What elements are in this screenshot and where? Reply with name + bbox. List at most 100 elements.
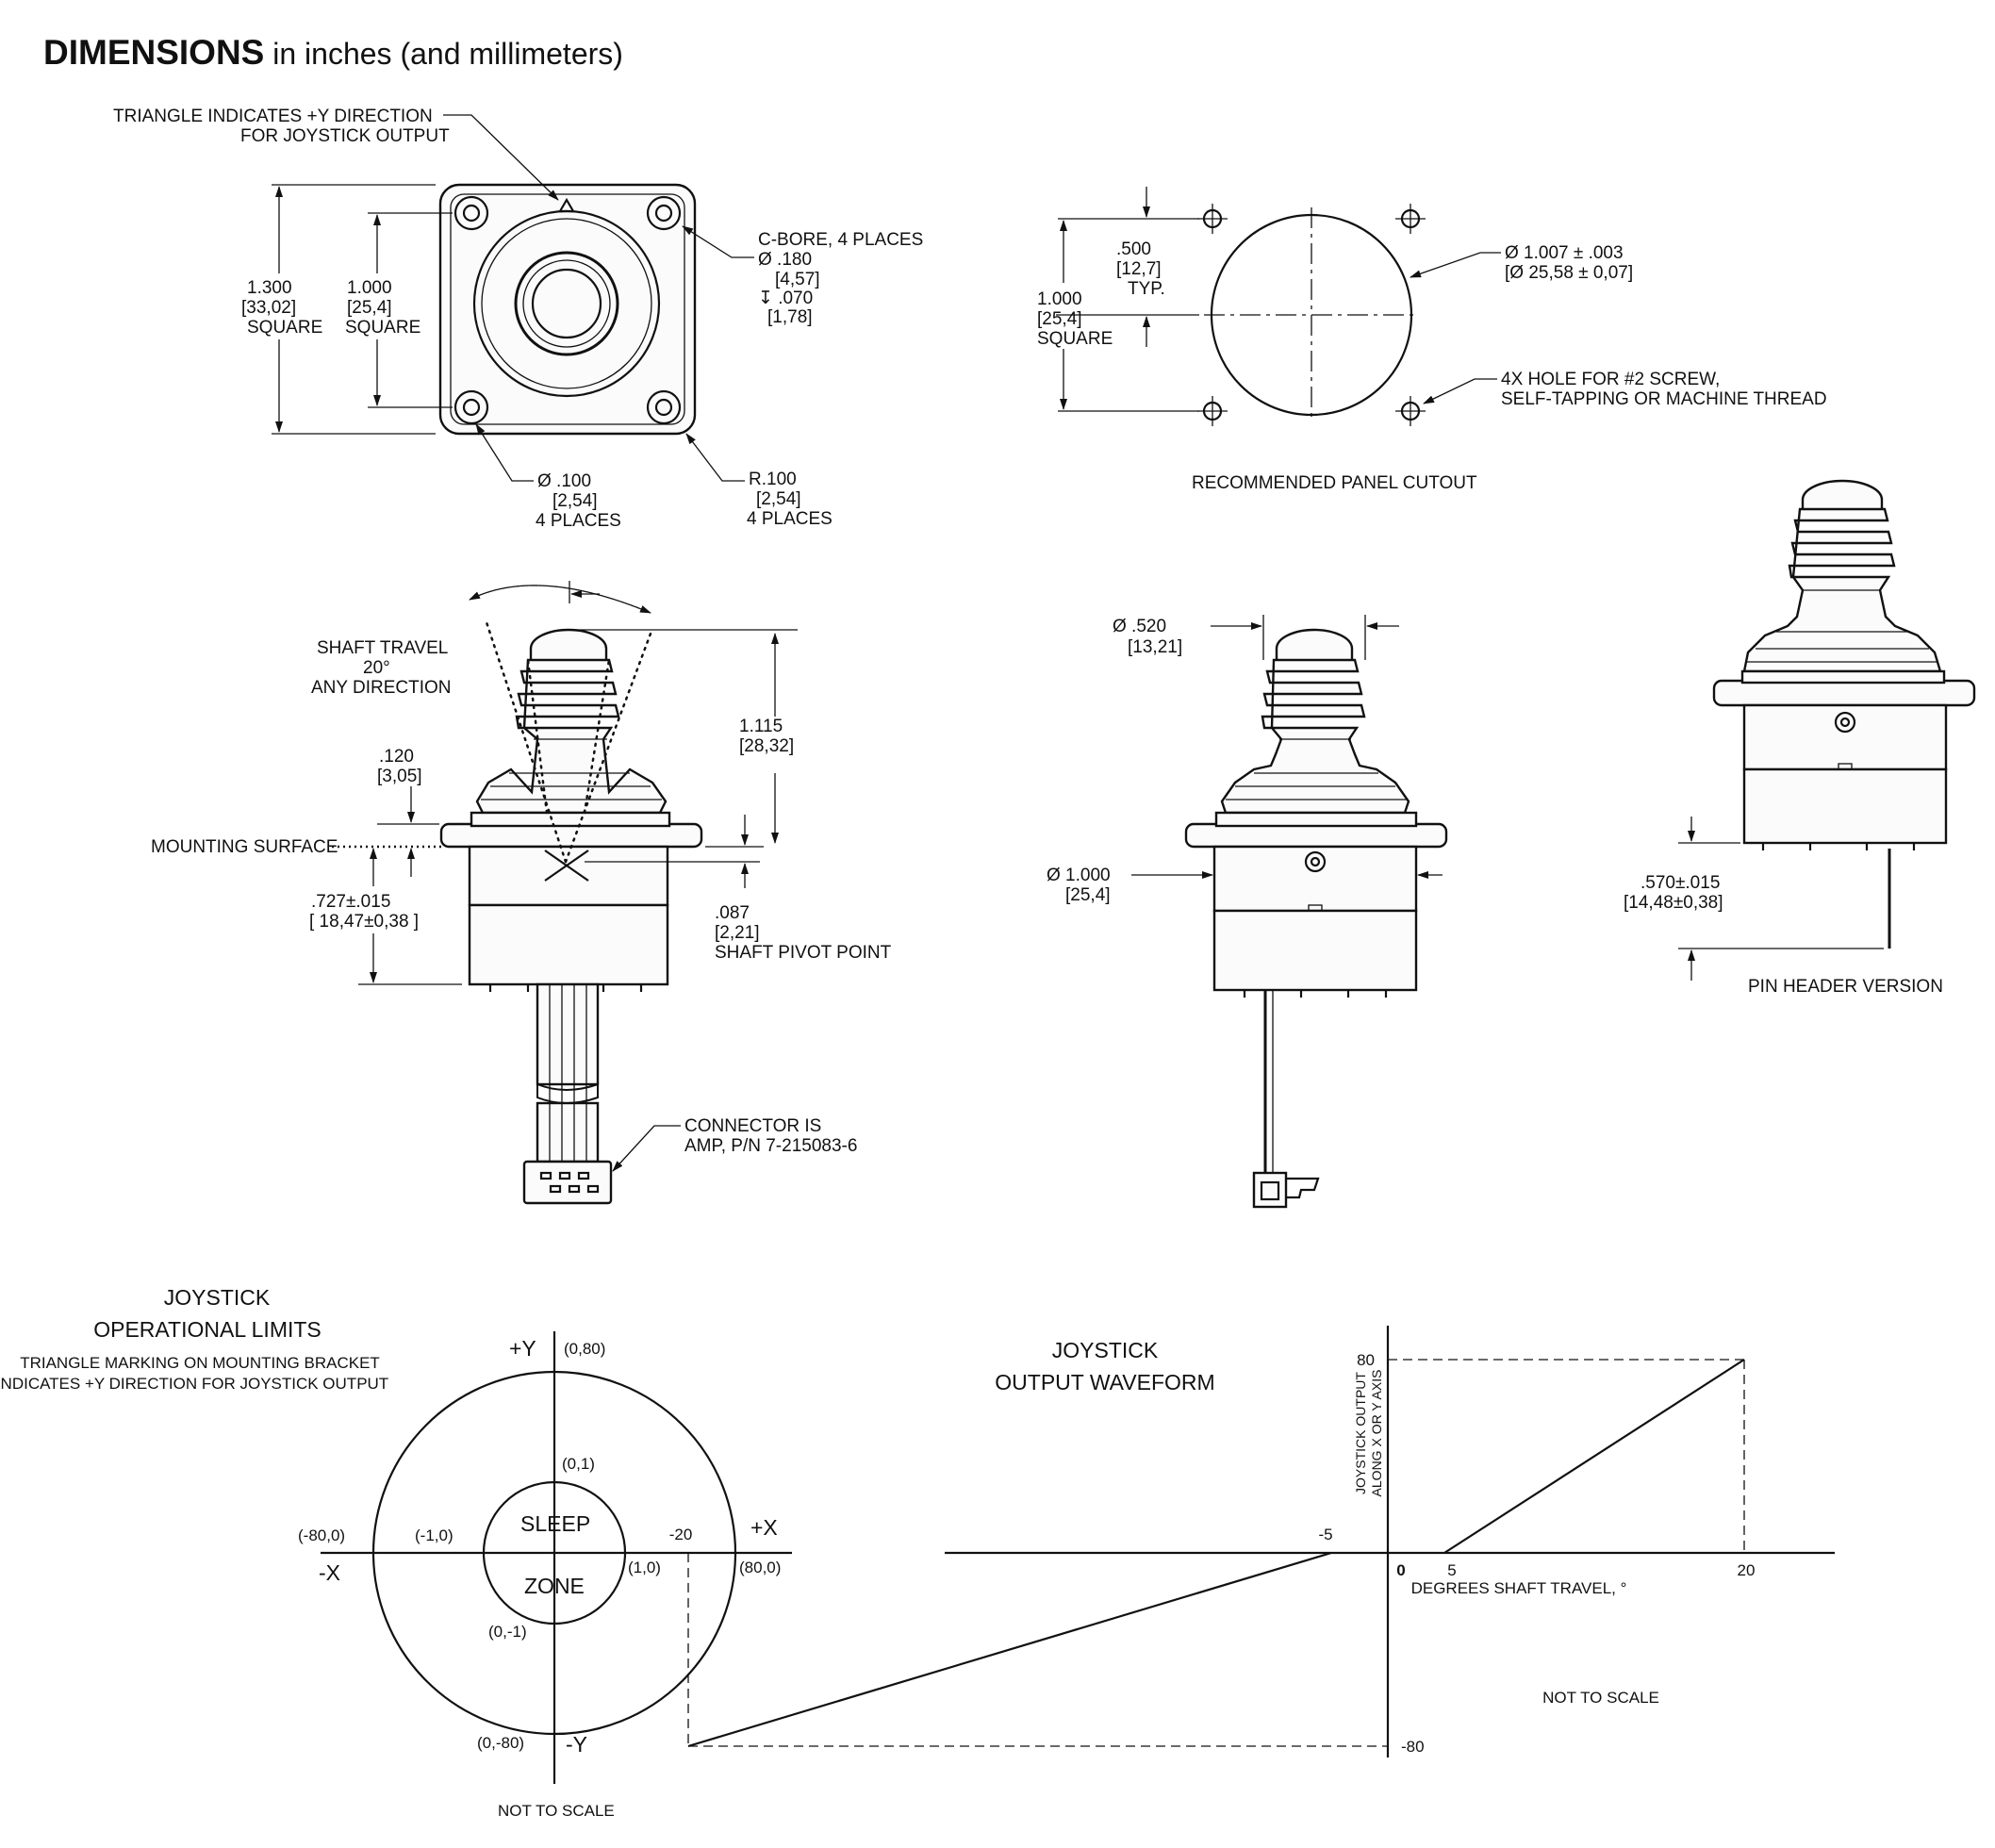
housing-lower xyxy=(468,903,669,986)
pin-header-view: .570±.015 [14,48±0,38] PIN HEADER VERSIO… xyxy=(1624,479,1976,997)
waveform-segment-positive xyxy=(1443,1359,1745,1554)
radius-quantity: 4 PLACES xyxy=(747,509,833,529)
sleep-label: SLEEP xyxy=(520,1511,590,1536)
pin-length-dim-mm: [14,48±0,38] xyxy=(1624,893,1723,913)
limits-note-2: INDICATES +Y DIRECTION FOR JOYSTICK OUTP… xyxy=(0,1375,388,1393)
hole-pitch-dim: .500 xyxy=(1116,239,1151,259)
flange-thickness-dim: .120 xyxy=(379,747,414,767)
x-tick-minus-20: -20 xyxy=(669,1526,693,1543)
cbore-depth-mm: [1,78] xyxy=(767,307,813,327)
x-tick-20: 20 xyxy=(1738,1561,1756,1579)
front-connector xyxy=(1252,1171,1288,1209)
outer-square-dim-mm: [33,02] xyxy=(241,298,296,318)
page-title-units: in inches (and millimeters) xyxy=(264,37,623,71)
cbore-diameter: Ø .180 xyxy=(758,250,812,270)
rubber-boot xyxy=(475,658,668,815)
connector-note-2: AMP, P/N 7-215083-6 xyxy=(684,1136,857,1156)
waveform-title-1: JOYSTICK xyxy=(1052,1338,1159,1362)
height-dim: 1.115 xyxy=(739,717,783,736)
waveform-not-to-scale: NOT TO SCALE xyxy=(1542,1689,1659,1707)
limits-title-1: JOYSTICK xyxy=(164,1285,271,1310)
minus-x-label: -X xyxy=(319,1560,340,1585)
pin-flange xyxy=(1712,679,1976,707)
ribbon-cable xyxy=(536,982,600,1086)
y-tick-80: 80 xyxy=(1357,1351,1375,1369)
inner-square-dim: 1.000 xyxy=(347,278,392,298)
pin-housing-upper xyxy=(1742,703,1948,771)
waveform-segment-negative xyxy=(687,1551,1332,1748)
front-housing-lower xyxy=(1212,909,1418,992)
triangle-note-line1: TRIANGLE INDICATES +Y DIRECTION xyxy=(113,107,433,126)
x-tick-minus-5: -5 xyxy=(1318,1526,1332,1543)
cbore-depth: ↧ .070 xyxy=(758,289,813,308)
inner-square-label: SQUARE xyxy=(345,318,420,338)
limit-point-left: (-80,0) xyxy=(298,1526,345,1544)
plus-y-label: +Y xyxy=(509,1336,536,1361)
boot-diameter-mm: [13,21] xyxy=(1128,637,1182,657)
knob-top xyxy=(531,268,602,339)
body-diameter-mm: [25,4] xyxy=(1065,885,1111,905)
mounting-plate-inner-edge xyxy=(450,193,685,425)
front-flange xyxy=(1184,822,1448,849)
minus-y-label: -Y xyxy=(566,1732,587,1757)
cutout-square-dim: 1.000 xyxy=(1037,289,1082,309)
screw-hole-note-2: SELF-TAPPING OR MACHINE THREAD xyxy=(1501,389,1827,409)
zone-label: ZONE xyxy=(524,1574,585,1598)
knob-dome xyxy=(529,628,608,660)
plus-x-label: +X xyxy=(750,1515,778,1540)
travel-boundary-right xyxy=(564,632,652,864)
connector xyxy=(522,1160,613,1205)
flange xyxy=(439,822,703,849)
hole-diameter: Ø .100 xyxy=(537,471,591,491)
cutout-square-dim-mm: [25,4] xyxy=(1037,309,1082,329)
connector-note-1: CONNECTOR IS xyxy=(684,1116,821,1136)
limits-note-1: TRIANGLE MARKING ON MOUNTING BRACKET xyxy=(20,1354,380,1372)
front-view: Ø .520 [13,21] Ø 1.000 [25,4] xyxy=(1047,615,1448,1209)
inner-square-dim-mm: [25,4] xyxy=(347,298,392,318)
front-knob-dome xyxy=(1275,628,1354,660)
cutout-square-label: SQUARE xyxy=(1037,329,1113,349)
limit-point-top: (0,80) xyxy=(564,1340,605,1358)
zone-point-left: (-1,0) xyxy=(415,1526,453,1544)
pivot-dim-mm: [2,21] xyxy=(715,923,760,943)
waveform-x-label: DEGREES SHAFT TRAVEL, ° xyxy=(1411,1579,1627,1597)
height-dim-mm: [28,32] xyxy=(739,736,794,756)
operational-limits-diagram: JOYSTICK OPERATIONAL LIMITS TRIANGLE MAR… xyxy=(0,1285,792,1820)
panel-cutout-caption: RECOMMENDED PANEL CUTOUT xyxy=(1192,473,1477,493)
body-depth-dim-mm: [ 18,47±0,38 ] xyxy=(309,912,419,932)
cbore-holes xyxy=(453,195,682,425)
front-rubber-boot xyxy=(1220,658,1410,815)
output-waveform-chart: JOYSTICK OUTPUT WAVEFORM -20 -5 0 5 20 8… xyxy=(669,1326,1835,1757)
screw-hole-note-1: 4X HOLE FOR #2 SCREW, xyxy=(1501,370,1720,389)
front-screw-icon xyxy=(1304,850,1327,873)
plus-y-triangle-icon xyxy=(558,197,575,213)
limits-not-to-scale: NOT TO SCALE xyxy=(498,1802,615,1820)
limit-point-bottom: (0,-80) xyxy=(477,1734,524,1752)
pivot-label: SHAFT PIVOT POINT xyxy=(715,943,892,963)
hole-diameter-mm: [2,54] xyxy=(552,491,598,511)
hole-pitch-dim-mm: [12,7] xyxy=(1116,259,1162,279)
y-tick-minus-80: -80 xyxy=(1401,1738,1425,1756)
travel-boundary-left xyxy=(485,620,568,864)
top-view: TRIANGLE INDICATES +Y DIRECTION FOR JOYS… xyxy=(113,107,923,531)
radius-dim-mm: [2,54] xyxy=(756,489,801,509)
zone-point-right: (1,0) xyxy=(628,1559,661,1576)
limits-title-2: OPERATIONAL LIMITS xyxy=(93,1317,322,1342)
pivot-dim: .087 xyxy=(715,903,750,923)
hole-pitch-typ: TYP. xyxy=(1128,279,1165,299)
waveform-title-2: OUTPUT WAVEFORM xyxy=(995,1370,1214,1394)
shaft-travel-label: SHAFT TRAVEL xyxy=(317,638,448,658)
hole-quantity: 4 PLACES xyxy=(536,511,621,531)
shaft-travel-angle: 20° xyxy=(363,658,390,678)
cbore-note: C-BORE, 4 PLACES xyxy=(758,230,923,250)
cutout-diameter-mm: [Ø 25,58 ± 0,07] xyxy=(1505,263,1633,283)
triangle-note-line2: FOR JOYSTICK OUTPUT xyxy=(240,126,450,146)
body-diameter: Ø 1.000 xyxy=(1047,866,1111,885)
cutout-diameter: Ø 1.007 ± .003 xyxy=(1505,243,1624,263)
pin-knob-dome xyxy=(1801,479,1884,509)
front-housing-upper xyxy=(1212,845,1418,913)
knob-ring-2 xyxy=(522,259,611,348)
x-tick-5: 5 xyxy=(1447,1561,1456,1579)
zone-point-top: (0,1) xyxy=(562,1455,595,1473)
